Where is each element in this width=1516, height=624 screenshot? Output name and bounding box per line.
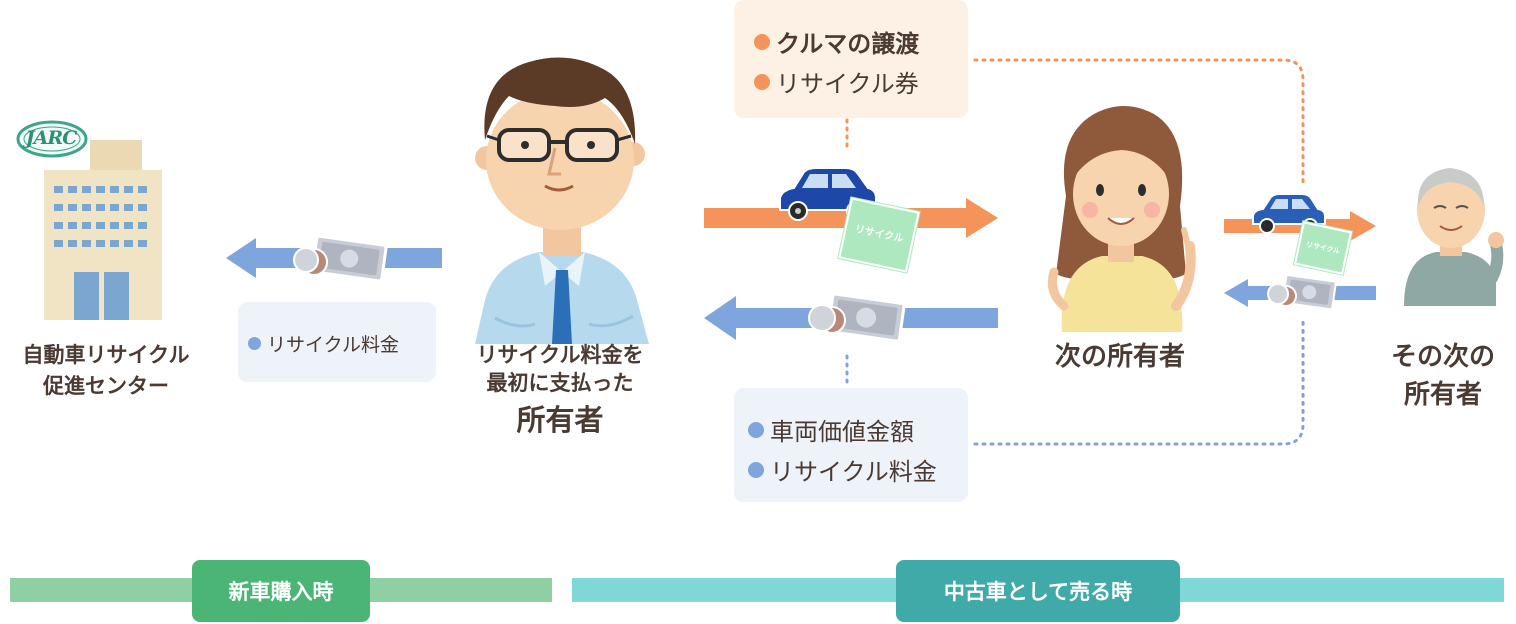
banknote-coin-icon <box>1267 274 1337 311</box>
jarc-logo-ring <box>16 120 88 158</box>
jarc-logo: JARC <box>10 118 88 160</box>
bullet-dot <box>248 337 261 350</box>
first-owner-label-line1: リサイクル料金を <box>476 343 644 367</box>
bullet-dot <box>748 461 764 478</box>
next-owner-label: 次の所有者 <box>1054 342 1185 372</box>
recycling-center-label-line1: 自動車リサイクル <box>22 343 190 367</box>
recycling-ticket-text: リサイクル <box>853 223 905 246</box>
following-owner-label: その次の 所有者 <box>1368 338 1516 414</box>
car-icon <box>1252 193 1326 234</box>
first-owner-label-line3: 所有者 <box>516 403 604 437</box>
jarc-building-illustration <box>44 140 162 320</box>
used-car-phase-pill: 中古車として売る時 <box>896 560 1180 622</box>
recycling-center-label: 自動車リサイクル 促進センター <box>0 340 212 402</box>
bullet-dot <box>754 33 770 50</box>
transfer-info-item: クルマの譲渡 <box>776 30 920 58</box>
payment-info-box: 車両価値金額 リサイクル料金 <box>734 388 968 502</box>
new-car-phase-label: 新車購入時 <box>228 580 334 604</box>
used-car-phase-label: 中古車として売る時 <box>943 580 1133 604</box>
next-owner-illustration <box>1047 106 1196 332</box>
following-owner-label-line2: 所有者 <box>1403 380 1482 410</box>
transfer-info-box: クルマの譲渡 リサイクル券 <box>734 0 968 118</box>
banknote-coin-icon <box>293 234 388 283</box>
transfer-arrow-to-following-owner <box>1224 211 1376 241</box>
recycling-center-label-line2: 促進センター <box>43 374 169 398</box>
jarc-logo-text: JARC <box>25 127 78 149</box>
first-owner-illustration <box>475 57 649 344</box>
fee-info-box: リサイクル料金 <box>238 302 436 382</box>
banknote-coin-icon <box>808 292 906 343</box>
transfer-info-item: リサイクル券 <box>776 70 919 98</box>
recycling-ticket-text: リサイクル <box>1305 240 1341 256</box>
first-owner-label: リサイクル料金を 最初に支払った 所有者 <box>444 341 676 443</box>
fee-info-item: リサイクル料金 <box>267 334 400 356</box>
payment-info-item: リサイクル料金 <box>770 458 937 486</box>
following-owner-label-line1: その次の <box>1390 342 1495 372</box>
new-car-phase-pill: 新車購入時 <box>192 560 370 622</box>
payment-info-item: 車両価値金額 <box>770 418 914 446</box>
bullet-dot <box>748 421 764 438</box>
bullet-dot <box>754 73 770 90</box>
first-owner-label-line2: 最初に支払った <box>486 371 634 395</box>
following-owner-illustration <box>1404 168 1504 306</box>
